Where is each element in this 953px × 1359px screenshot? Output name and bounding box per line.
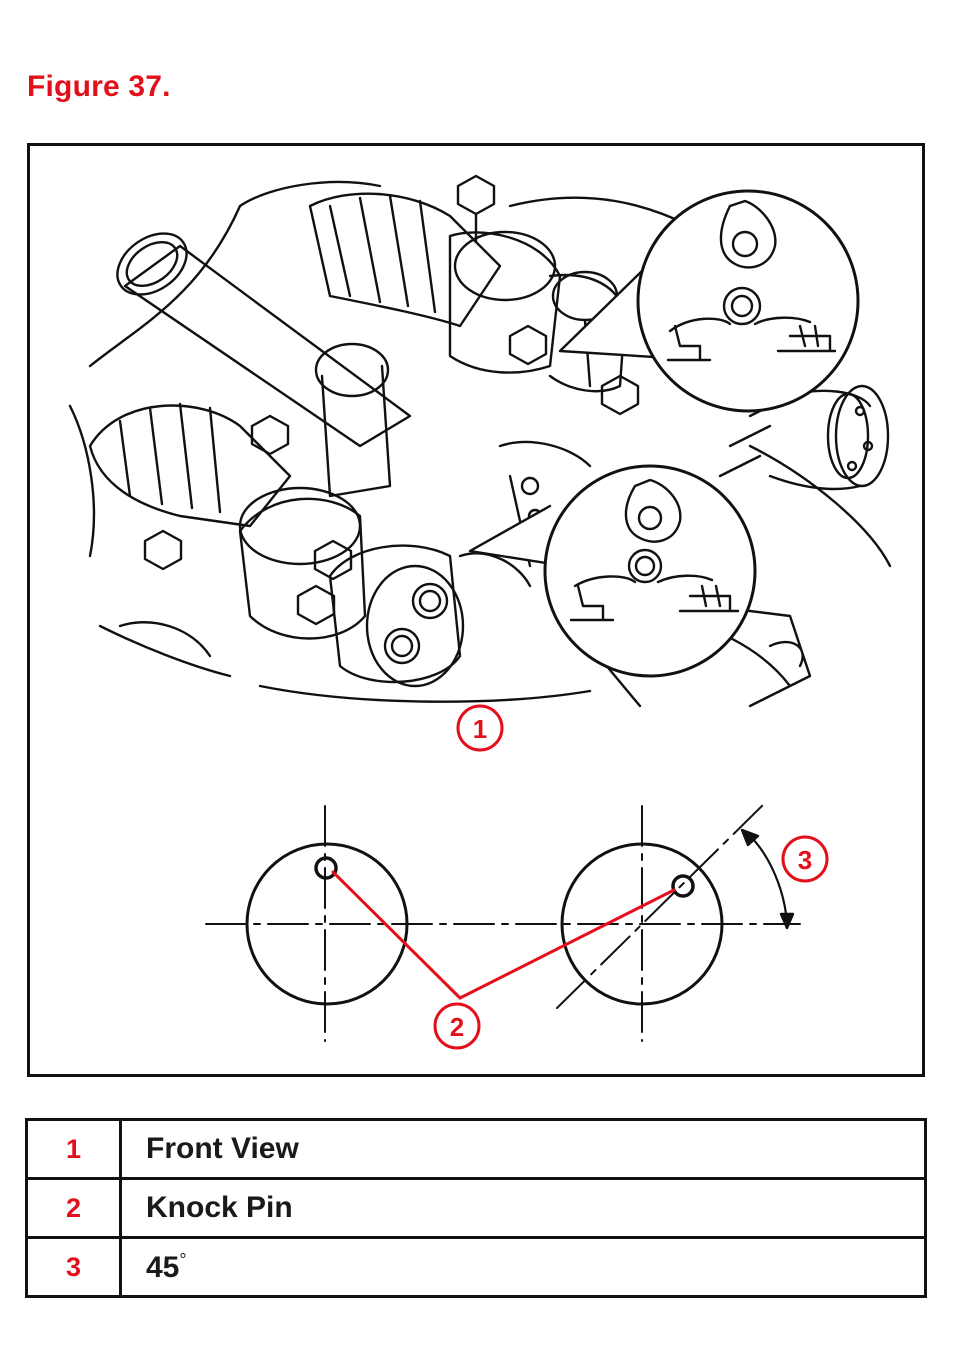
callout-1-label: 1	[473, 714, 487, 744]
legend-description: Front View	[119, 1118, 927, 1180]
legend-description: Knock Pin	[119, 1177, 927, 1239]
legend-number: 1	[25, 1118, 122, 1180]
legend-number: 3	[25, 1236, 122, 1298]
degree-symbol: °	[179, 1249, 187, 1270]
knock-pin-schematic	[205, 802, 801, 1042]
legend-number: 2	[25, 1177, 122, 1239]
callout-2: 2	[433, 1002, 481, 1050]
right-camshaft-circle	[560, 842, 724, 1006]
callout-1: 1	[456, 704, 504, 752]
left-camshaft-circle	[245, 842, 409, 1006]
callout-2-label: 2	[450, 1012, 464, 1042]
figure-frame: 1 2 3	[27, 143, 925, 1077]
angle-arc	[748, 834, 789, 926]
left-knock-pin	[314, 856, 338, 880]
detail-bubble-upper	[558, 189, 860, 413]
callout-3: 3	[781, 835, 829, 883]
legend-row: 3 45°	[25, 1236, 927, 1298]
legend-row: 1 Front View	[25, 1118, 927, 1180]
legend-row: 2 Knock Pin	[25, 1177, 927, 1239]
legend-table: 1 Front View 2 Knock Pin 3 45°	[25, 1118, 927, 1298]
callout-3-label: 3	[798, 845, 812, 875]
callout-leaders	[331, 870, 676, 1000]
figure-title: Figure 37.	[27, 70, 171, 103]
engine-diagram: 1 2 3	[68, 174, 892, 1050]
angle-value: 45	[146, 1250, 180, 1284]
legend-description-angle: 45°	[119, 1236, 927, 1298]
detail-bubble-lower	[468, 464, 757, 678]
right-knock-pin	[671, 874, 695, 898]
